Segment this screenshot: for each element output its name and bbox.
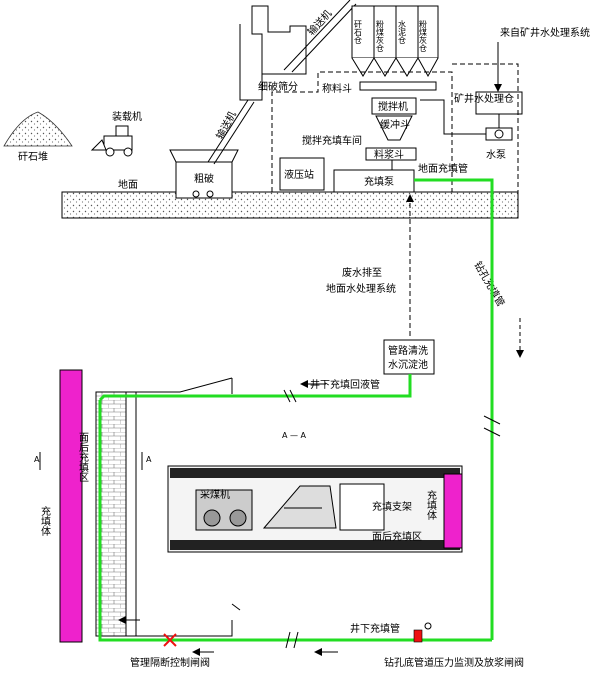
conveyor-2 bbox=[283, 0, 357, 73]
drill-pipe-label: 钻孔充填管 bbox=[471, 259, 507, 309]
silo-gangue-label: 矸石仓 bbox=[354, 20, 363, 44]
workshop-outline bbox=[271, 71, 453, 192]
waste-water-label: 废水排至 bbox=[342, 266, 382, 279]
waste-water-label2: 地面水处理系统 bbox=[326, 282, 396, 295]
loader-icon bbox=[90, 125, 133, 157]
cleaning-tank-box bbox=[383, 339, 435, 375]
conveyor-1-label: 输送机 bbox=[213, 109, 239, 142]
mixer-box bbox=[371, 97, 417, 115]
isolation-valve-icon bbox=[163, 633, 177, 647]
loader-label: 装载机 bbox=[112, 110, 142, 123]
pressure-valve-label: 钻孔底管道压力监测及放浆闸阀 bbox=[384, 656, 524, 669]
slurry-hopper-box bbox=[365, 147, 417, 161]
conveyor-1 bbox=[207, 24, 263, 165]
hydraulic-station-box bbox=[279, 157, 325, 191]
return-filling-pipe bbox=[98, 374, 412, 402]
return-pipe-label: 井下充填回液管 bbox=[310, 378, 380, 391]
fine-crush-label: 细破筛分 bbox=[258, 80, 298, 93]
gangue-pile-label: 矸石堆 bbox=[18, 151, 48, 163]
underground-filling-pipe bbox=[98, 400, 492, 642]
goaf-zone-left-label: 面后充填区 bbox=[77, 432, 89, 482]
surface-filling-pipe bbox=[414, 178, 494, 196]
conveyor-2-label: 输送机 bbox=[305, 7, 335, 38]
silo-cement-label: 水泥仓 bbox=[398, 19, 407, 44]
cleaning-tank-label: 管路清洗 bbox=[388, 344, 428, 357]
filled-body-left-label: 充填体 bbox=[39, 505, 51, 537]
a-mark-right: A bbox=[146, 455, 152, 464]
slurry-hopper-label: 料浆斗 bbox=[374, 148, 404, 161]
filled-body-right bbox=[443, 473, 463, 549]
mixer-label: 搅拌机 bbox=[378, 100, 408, 113]
isolation-valve-label: 管理隔断控制闸阀 bbox=[130, 656, 210, 669]
underground-pipe-label: 井下充填管 bbox=[350, 622, 400, 635]
coarse-crusher-label: 粗破 bbox=[194, 172, 214, 185]
goaf-zone-right-label: 面后充填区 bbox=[372, 530, 422, 543]
silo-flyash-label: 粉煤灰仓 bbox=[376, 19, 385, 52]
section-mark: A — A bbox=[282, 431, 307, 440]
water-pump-label: 水泵 bbox=[486, 149, 506, 161]
silos bbox=[351, 5, 439, 78]
shearer-label: 采煤机 bbox=[200, 488, 230, 501]
hydraulic-station-label: 液压站 bbox=[284, 168, 314, 181]
coarse-crusher-box bbox=[175, 161, 233, 199]
pressure-valve-icon bbox=[413, 622, 432, 643]
surface-pipe-label: 地面充填管 bbox=[418, 162, 468, 175]
ground-strip bbox=[61, 191, 519, 219]
mine-water-tank-label: 矿井水处理仓 bbox=[454, 92, 514, 105]
water-pump-icon bbox=[485, 127, 513, 141]
silo-flyash2-label: 粉煤灰仓 bbox=[419, 19, 428, 52]
ground-label: 地面 bbox=[118, 178, 138, 191]
workshop-label: 搅拌充填车间 bbox=[302, 134, 362, 147]
support-icon bbox=[262, 483, 385, 531]
filled-body-left bbox=[59, 369, 83, 643]
a-mark-left: A bbox=[34, 455, 40, 464]
weigh-hopper bbox=[359, 81, 437, 91]
filled-body-right-label: 充填体 bbox=[425, 489, 437, 521]
gangue-pile-icon bbox=[3, 111, 73, 147]
filling-pump-label: 充填泵 bbox=[364, 175, 394, 188]
weigh-hopper-label: 称料斗 bbox=[322, 82, 352, 95]
filling-support-label: 充填支架 bbox=[372, 500, 412, 513]
fine-crush-building bbox=[251, 5, 307, 75]
buffer-hopper-label: 缓冲斗 bbox=[380, 118, 410, 131]
shearer-icon bbox=[195, 489, 253, 531]
cleaning-tank-label2: 水沉淀池 bbox=[388, 358, 428, 371]
mine-water-source-label: 来自矿井水处理系统 bbox=[500, 26, 590, 39]
buffer-hopper bbox=[375, 115, 413, 141]
